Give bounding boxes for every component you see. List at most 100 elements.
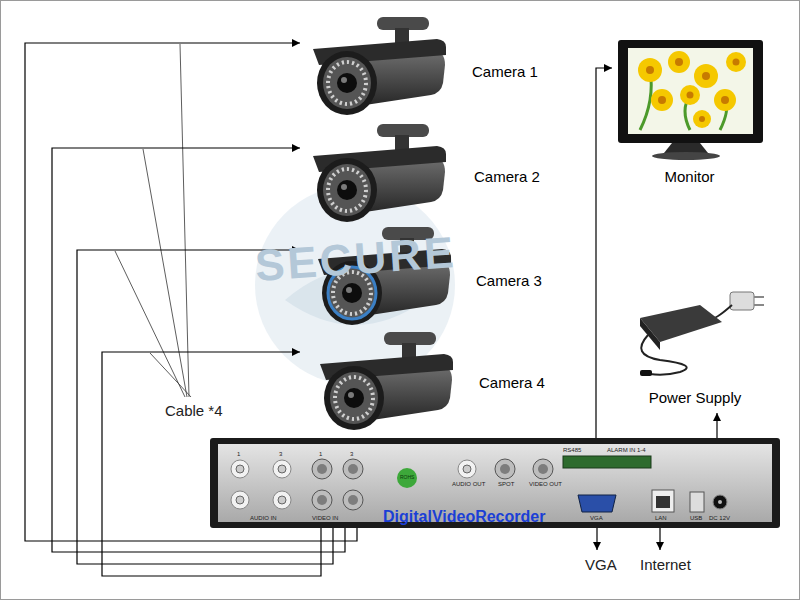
adapter-side <box>640 318 660 350</box>
dvr-housing <box>210 438 780 528</box>
lan-port <box>652 490 674 512</box>
bnc-jack <box>343 490 363 510</box>
bnc-jack <box>312 459 332 479</box>
petals <box>726 52 746 72</box>
rca-jack <box>463 465 471 473</box>
petals <box>638 58 662 82</box>
dc-jack-pin <box>718 500 722 504</box>
rca-jack <box>273 491 291 509</box>
cable-callout: Cable *4 <box>165 402 223 419</box>
bnc-jack <box>343 459 363 479</box>
mains-plug <box>730 292 754 310</box>
node-label: Camera 3 <box>476 272 542 289</box>
rca-jack <box>278 496 286 504</box>
node-label: Monitor <box>664 168 714 185</box>
camera-picture <box>320 332 453 430</box>
port-number: 3 <box>350 451 353 458</box>
lan-out-arrow <box>659 528 660 550</box>
dc-jack <box>713 495 727 509</box>
bnc-jack <box>312 490 332 510</box>
rohs-sticker <box>397 468 417 488</box>
flower-centre <box>646 66 654 74</box>
monitor-screen <box>628 48 753 134</box>
petals <box>694 64 718 88</box>
port-label: SPOT <box>498 481 514 488</box>
camera-node: Camera 2 <box>300 120 550 220</box>
port-label: RS485 <box>563 447 581 454</box>
terminal-screws <box>570 462 580 463</box>
output-label: VGA <box>585 556 617 573</box>
power-supply-node: Power Supply <box>625 285 765 413</box>
bnc-jack <box>317 495 327 505</box>
usb-port <box>690 492 704 512</box>
rca-ports <box>231 460 476 509</box>
node-label: DigitalVideoRecorder <box>383 508 545 526</box>
rca-jack <box>273 460 291 478</box>
cable-connector <box>25 43 357 541</box>
monitor-bezel <box>618 40 763 143</box>
sticker-text: ROHS <box>400 475 414 481</box>
petals <box>680 85 700 105</box>
camera-picture <box>313 17 446 115</box>
terminal-block <box>563 456 651 468</box>
port-label: AUDIO IN <box>250 515 277 522</box>
bnc-jack <box>533 459 553 479</box>
petals <box>651 89 673 111</box>
cable-connector <box>77 250 333 564</box>
dc-cord <box>641 335 686 375</box>
vga-port <box>578 495 616 512</box>
port-label: VIDEO IN <box>312 515 338 522</box>
petals <box>668 51 690 73</box>
flower-centre <box>733 59 740 66</box>
rca-jack <box>278 465 286 473</box>
dvr-node: DigitalVideoRecorder <box>210 438 780 528</box>
rca-jack <box>236 496 244 504</box>
port-number: 1 <box>237 451 240 458</box>
port-label: LAN <box>655 515 667 522</box>
port-label: VIDEO OUT <box>529 481 562 488</box>
bnc-jack <box>500 464 510 474</box>
node-label: Camera 2 <box>474 168 540 185</box>
vga-out-arrow <box>596 528 597 550</box>
rca-jack <box>236 465 244 473</box>
rca-jack <box>231 491 249 509</box>
dc-plug <box>640 370 652 376</box>
camera-node: Camera 4 <box>300 325 550 425</box>
output-label: Internet <box>640 556 691 573</box>
monitor-stand <box>664 143 708 153</box>
cable-connector <box>52 148 345 552</box>
bnc-jack <box>348 464 358 474</box>
flower-centre <box>675 58 683 66</box>
port-label: AUDIO OUT <box>452 481 485 488</box>
leader-line <box>150 353 191 397</box>
bnc-jack <box>495 459 515 479</box>
node-label: Camera 1 <box>472 63 538 80</box>
cable-connector <box>596 68 612 438</box>
monitor-base <box>652 152 720 160</box>
bnc-jack <box>538 464 548 474</box>
cable-connector <box>716 413 717 438</box>
power-cord <box>712 305 732 318</box>
watermark: SECURE <box>253 227 457 292</box>
rca-jack <box>231 460 249 478</box>
port-label: VGA <box>590 515 603 522</box>
port-label: DC 12V <box>709 515 730 522</box>
flower-centre <box>658 96 666 104</box>
rca-jack <box>458 460 476 478</box>
camera-picture <box>313 124 446 222</box>
port-label: ALARM IN 1-4 <box>607 447 646 454</box>
port-label: USB <box>690 515 702 522</box>
leader-line <box>143 149 187 397</box>
bnc-jack <box>348 495 358 505</box>
flowers <box>638 51 746 130</box>
bnc-jack <box>317 464 327 474</box>
camera-node: Camera 1 <box>300 15 550 115</box>
leader-line <box>180 44 189 397</box>
monitor-node: Monitor <box>612 35 767 187</box>
node-label: Camera 4 <box>479 374 545 391</box>
leader-line <box>115 251 185 397</box>
cable-connector <box>102 352 321 576</box>
